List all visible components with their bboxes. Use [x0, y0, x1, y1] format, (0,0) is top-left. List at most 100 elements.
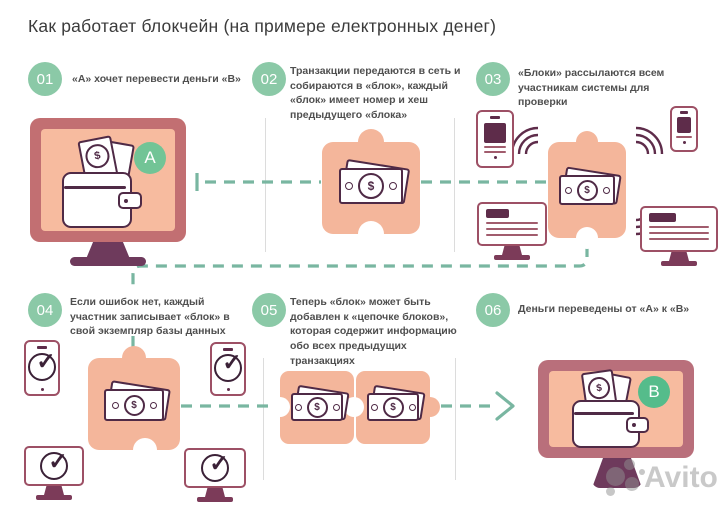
monitor-stand [502, 246, 522, 255]
banknote-front: $ [367, 393, 419, 421]
wifi-arcs-icon [636, 126, 664, 154]
phone-line [483, 145, 507, 148]
bill-dot [389, 182, 397, 190]
check-icon: ✓ [48, 447, 68, 474]
column-separator [263, 358, 264, 480]
puzzle-notch [576, 227, 598, 249]
check-icon: ✓ [222, 349, 242, 376]
wallet-fold [574, 412, 634, 415]
dollar-icon: $ [358, 173, 384, 199]
watermark-bubble [606, 467, 625, 486]
monitor-line [649, 232, 709, 234]
step-2-number: 02 [260, 70, 278, 88]
check-circle [201, 454, 229, 482]
monitor-stand-base [661, 261, 697, 266]
step-4-number: 04 [36, 301, 54, 319]
check-circle [214, 353, 242, 382]
check-badge: ✓ [212, 351, 244, 386]
dollar-icon: $ [576, 179, 598, 201]
avito-watermark: Avito [598, 455, 720, 501]
banknote-front: $ [339, 168, 403, 204]
banknote-front: $ [291, 393, 343, 421]
monitor-frame [640, 206, 718, 252]
puzzle-bump [420, 397, 440, 417]
money-icon: $ [339, 158, 411, 205]
watermark-text: Avito [644, 461, 718, 494]
monitor-stand [205, 488, 225, 497]
column-separator [454, 118, 455, 252]
verified-phone-icon: ✓ [24, 340, 60, 396]
phone-line [676, 135, 692, 138]
step-2-badge: 02 [252, 62, 286, 96]
step-3-badge: 03 [476, 62, 510, 96]
verified-monitor-icon: ✓ [184, 448, 246, 502]
monitor-line [486, 228, 538, 230]
monitor-line [486, 234, 538, 236]
receiver-node-badge: B [638, 376, 670, 408]
step-4-badge: 04 [28, 293, 62, 327]
column-separator [265, 118, 266, 252]
phone-screen [676, 116, 692, 133]
check-circle [28, 352, 56, 381]
money-icon: $ [104, 380, 171, 422]
money-icon: $ [559, 166, 622, 205]
dollar-icon: $ [83, 142, 112, 171]
monitor-frame: ✓ [184, 448, 246, 488]
puzzle-notch [358, 221, 384, 247]
monitor-stand-base [70, 257, 146, 266]
phone-line [483, 150, 507, 153]
receiver-label: B [648, 382, 660, 401]
arrow-head-icon [495, 391, 515, 421]
phone-speaker [490, 116, 500, 119]
step-1-text: «А» хочет перевести деньги «В» [72, 73, 241, 85]
network-phone-icon [476, 110, 514, 168]
monitor-line [486, 222, 538, 224]
monitor-frame [477, 202, 547, 246]
bill-dot [294, 403, 302, 411]
step-4-text: Если ошибок нет, каждый участник записыв… [70, 296, 230, 338]
dollar-icon: $ [586, 375, 612, 401]
check-badge: ✓ [193, 449, 237, 482]
puzzle-notch [270, 397, 290, 417]
bill-dot [370, 403, 378, 411]
banknote-front: $ [559, 175, 615, 205]
phone-screen [484, 122, 506, 143]
phone-speaker [223, 348, 233, 351]
monitor-line [649, 226, 709, 228]
bill-dot [602, 186, 610, 194]
bill-dot [149, 401, 157, 409]
monitor-frame: ✓ [24, 446, 84, 486]
watermark-bubble [606, 487, 615, 496]
monitor-stand [44, 486, 64, 495]
step-3-text: «Блоки» рассылаются всем участникам сист… [518, 67, 665, 109]
step-1-number: 01 [36, 70, 54, 88]
check-badge: ✓ [33, 447, 75, 480]
phone-home-dot [40, 388, 44, 391]
monitor-title-block [486, 209, 510, 218]
check-icon: ✓ [209, 449, 229, 476]
dollar-icon: $ [306, 396, 328, 418]
step-6-number: 06 [484, 301, 502, 319]
check-icon: ✓ [36, 348, 56, 375]
monitor-stand [669, 252, 689, 261]
wallet-fold [64, 186, 126, 189]
step-5-badge: 05 [252, 293, 286, 327]
money-icon: $ [291, 384, 350, 421]
bill-dot [111, 401, 119, 409]
monitor-stand-base [494, 255, 530, 260]
monitor-stand [86, 242, 130, 259]
phone-home-dot [493, 155, 497, 159]
monitor-title-block [649, 213, 676, 222]
monitor-stand-base [197, 497, 233, 502]
wallet-clasp-dot [124, 198, 128, 203]
network-monitor-icon [477, 202, 547, 260]
phone-home-dot [682, 140, 686, 144]
dollar-icon: $ [382, 396, 404, 418]
puzzle-notch [133, 438, 157, 462]
network-monitor-icon [640, 206, 718, 266]
bill-dot [332, 403, 340, 411]
bill-dot [564, 186, 572, 194]
sender-node-badge: A [134, 142, 166, 174]
verified-phone-icon: ✓ [210, 342, 246, 396]
